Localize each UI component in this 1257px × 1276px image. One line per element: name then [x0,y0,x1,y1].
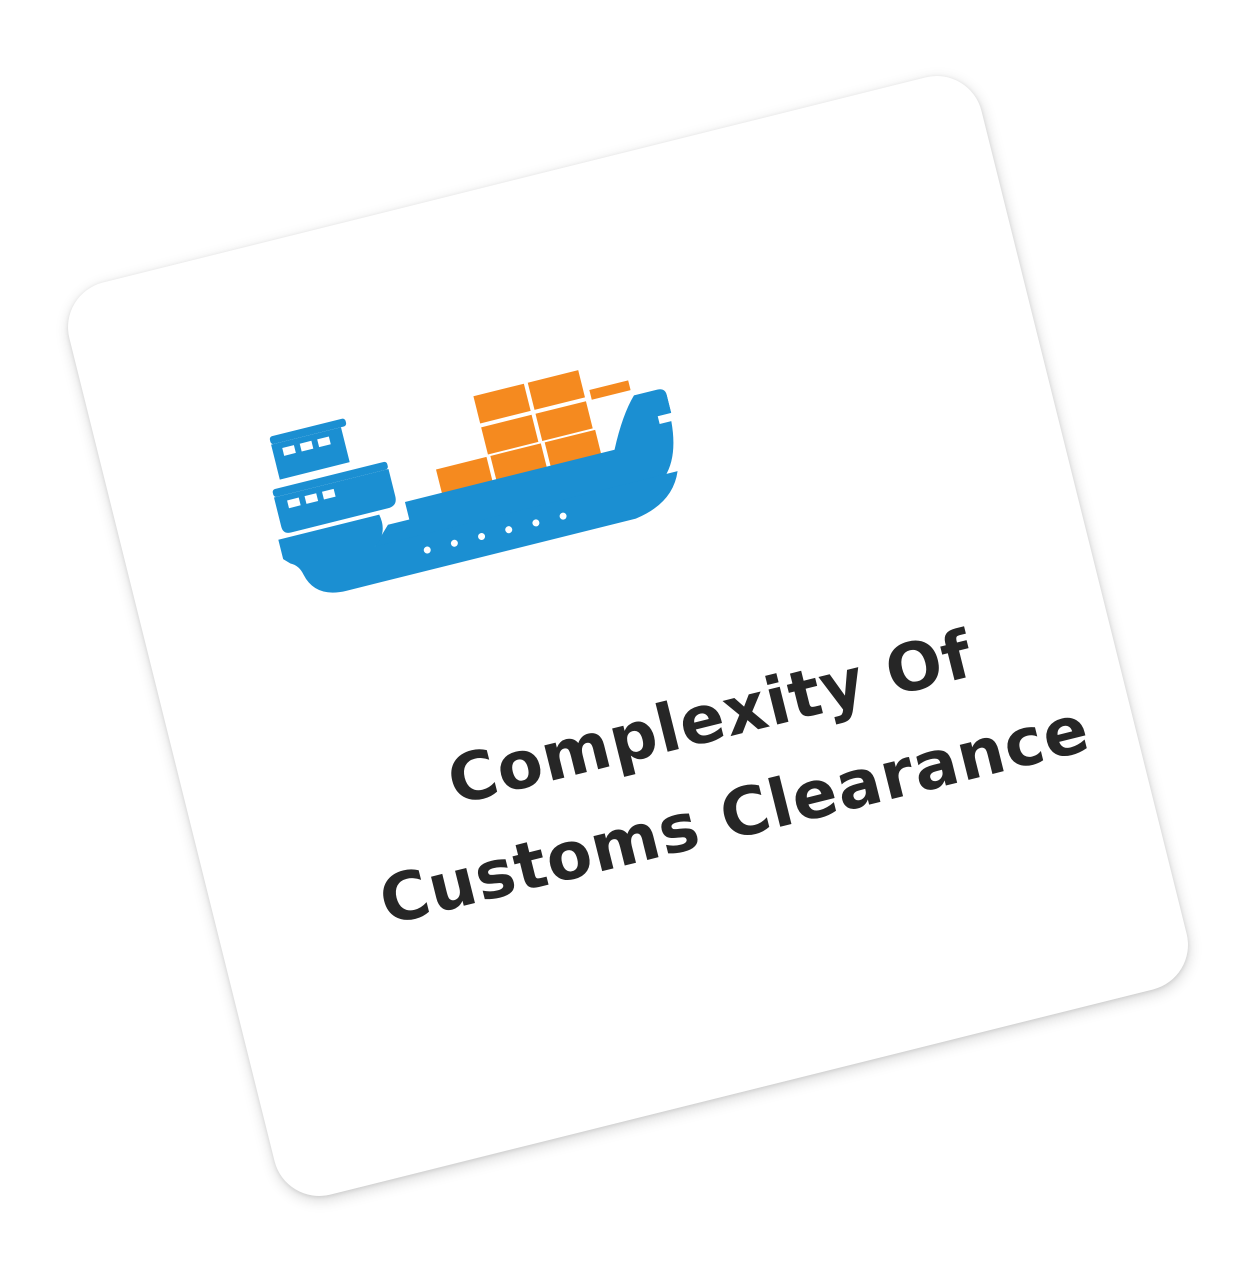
hull-lower [278,471,678,593]
hull-upper [363,389,674,566]
container [589,380,631,400]
porthole [532,519,540,527]
feature-card: Complexity Of Customs Clearance [58,66,1198,1206]
hull [278,389,678,593]
bridge-upper-roof [269,418,347,445]
porthole [505,526,513,534]
window [287,497,301,509]
bridge-upper-block [271,427,350,480]
cargo-ship-icon [269,370,678,593]
bridge-upper [269,418,350,480]
porthole [559,512,567,520]
container [527,370,585,410]
porthole [450,539,458,547]
container [481,414,539,455]
window [282,445,296,456]
porthole [423,546,431,554]
window [299,440,314,452]
window [317,436,331,448]
container [535,401,593,441]
window [304,493,319,504]
bridge-lower-block [273,468,396,533]
card-title: Complexity Of Customs Clearance [330,578,1116,956]
porthole [478,532,486,540]
window [322,488,336,500]
bridge-lower [272,461,396,533]
container [473,383,531,424]
bridge-lower-roof [272,461,388,497]
